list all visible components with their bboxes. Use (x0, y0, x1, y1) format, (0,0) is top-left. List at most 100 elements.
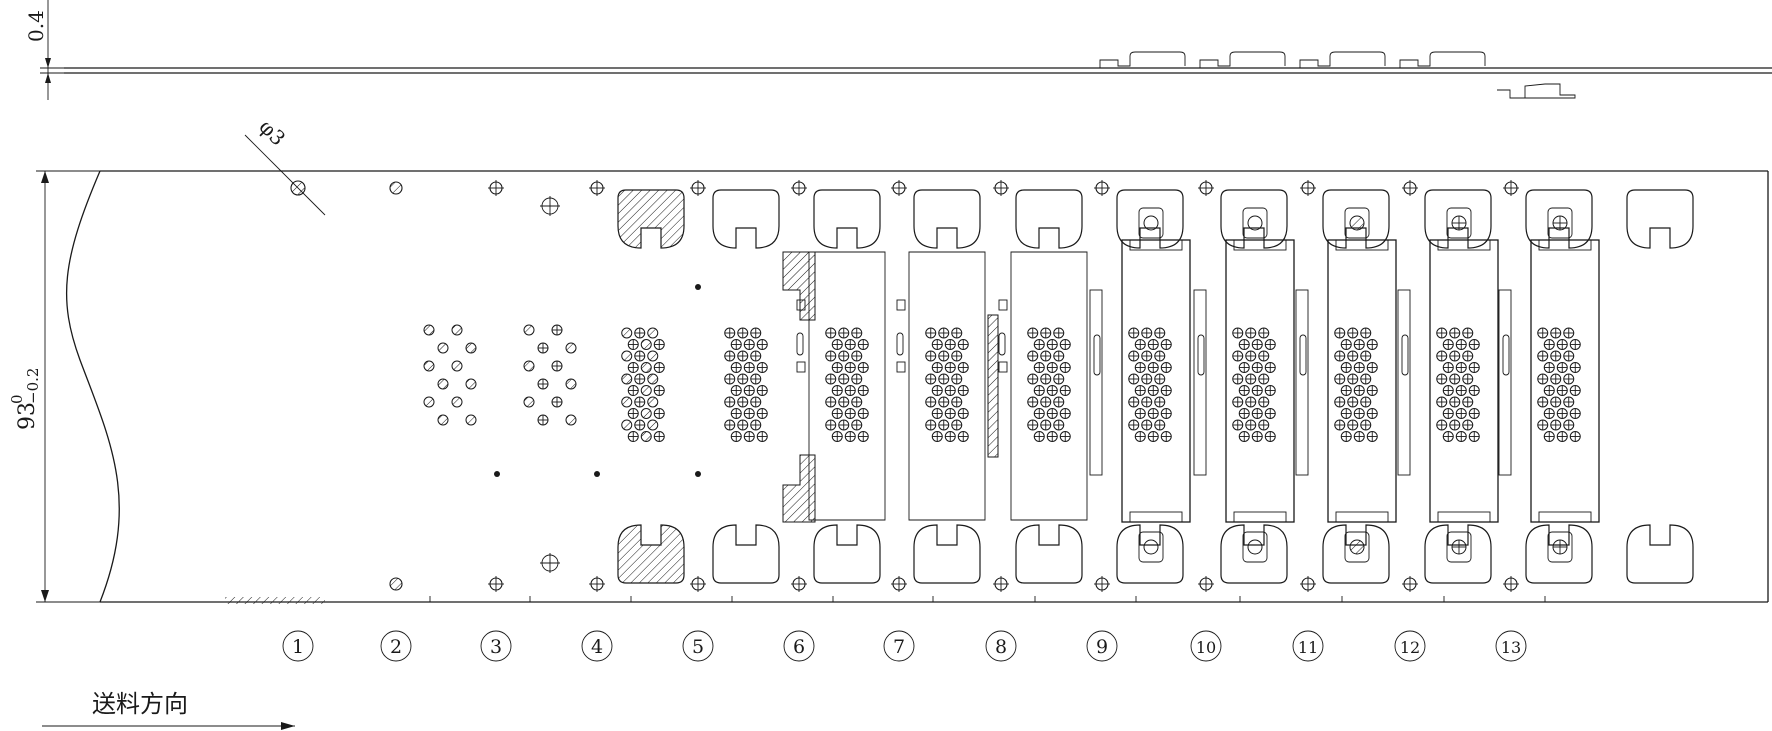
station-number: 10 (1196, 638, 1216, 657)
vent-holes-station-12 (1436, 327, 1480, 442)
carrier-cutout-top-6 (813, 189, 881, 249)
pilot-hole-bottom-7 (891, 576, 907, 592)
carrier-cutout-top-5 (712, 189, 780, 249)
pilot-hole-1 (290, 180, 306, 196)
pilot-hole-bottom-13 (1503, 576, 1519, 592)
vent-holes-station-2 (423, 324, 477, 426)
side-view (64, 51, 1772, 99)
station-number: 13 (1501, 638, 1521, 657)
carrier-cutout-top-4 (617, 189, 685, 249)
vent-holes-station-10 (1232, 327, 1276, 442)
part-body-station-12 (1397, 207, 1499, 563)
station-label-6: 6 (783, 630, 815, 662)
locator-hole-1 (540, 196, 560, 216)
pilot-hole-top-11 (1300, 180, 1316, 196)
station-number: 3 (490, 636, 502, 658)
vent-holes-station-11 (1334, 327, 1378, 442)
side-trim-hatch (225, 597, 325, 604)
carrier-cutout-bottom-14 (1626, 524, 1694, 584)
feed-direction-label: 送料方向 (92, 690, 188, 718)
side-view-formed-features (1099, 51, 1576, 99)
thickness-dimension: 0.4 (24, 0, 64, 100)
pilot-hole-bottom-2 (389, 577, 403, 591)
part-body-station-11 (1295, 207, 1397, 563)
pilot-hole-top-12 (1402, 180, 1418, 196)
pilot-hole-top-10 (1198, 180, 1214, 196)
vent-holes-station-5 (724, 327, 768, 442)
station-label-13: 13 (1495, 630, 1527, 662)
carrier-cutout-top-9 (1116, 189, 1184, 249)
feed-direction-arrow-head (281, 722, 295, 730)
locator-hole-2 (540, 553, 560, 573)
station-label-12: 12 (1394, 630, 1426, 662)
pilot-hole-bottom-3 (488, 576, 504, 592)
station-number: 1 (292, 636, 304, 658)
pilot-hole-top-7 (891, 180, 907, 196)
part-body-station-8 (998, 251, 1088, 521)
side-form-2 (1199, 51, 1286, 68)
station-number: 9 (1096, 636, 1108, 658)
pilot-hole-top-13 (1503, 180, 1519, 196)
side-form-1 (1099, 51, 1186, 68)
station-number: 12 (1400, 638, 1420, 657)
small-hole (695, 471, 701, 477)
width-dim-base: 93 (15, 402, 40, 430)
side-form-4 (1399, 51, 1486, 68)
hole-dim-label: φ3 (254, 115, 290, 151)
pilot-hole-top-9 (1094, 180, 1110, 196)
station-number: 7 (893, 636, 905, 658)
vent-holes-station-13 (1537, 327, 1581, 442)
pilot-hole-top-5 (690, 180, 706, 196)
carrier-cutout-bottom-4 (617, 524, 685, 584)
station-label-1: 1 (282, 630, 314, 662)
pilot-hole-bottom-8 (993, 576, 1009, 592)
carrier-cutout-top-8 (1015, 189, 1083, 249)
station-number: 8 (995, 636, 1007, 658)
station-label-11: 11 (1292, 630, 1324, 662)
side-form-final (1497, 83, 1576, 99)
station-number: 6 (793, 636, 805, 658)
carrier-cutout-bottom-13 (1525, 524, 1593, 584)
width-dimension: 93 0 −0.2 (8, 170, 100, 603)
hole-dimension: φ3 (244, 115, 326, 216)
vent-holes-station-8 (1027, 327, 1071, 442)
part-body-station-7 (896, 251, 986, 521)
pilot-hole-bottom-5 (690, 576, 706, 592)
pilot-hole-top-3 (488, 180, 504, 196)
station-label-2: 2 (380, 630, 412, 662)
pilot-hole-bottom-11 (1300, 576, 1316, 592)
small-hole (594, 471, 600, 477)
carrier-cutout-bottom-9 (1116, 524, 1184, 584)
carrier-cutout-bottom-11 (1322, 524, 1390, 584)
vent-holes-station-6 (825, 327, 869, 442)
vent-holes-station-3 (523, 324, 577, 426)
trim-slug-station-8 (987, 314, 999, 458)
pilot-hole-bottom-10 (1198, 576, 1214, 592)
strip-outline (65, 170, 1769, 604)
carrier-cutout-bottom-5 (712, 524, 780, 584)
station-label-10: 10 (1190, 630, 1222, 662)
vent-holes-station-9 (1128, 327, 1172, 442)
station-label-9: 9 (1086, 630, 1118, 662)
carrier-cutout-top-10 (1220, 189, 1288, 249)
carrier-cutout-bottom-10 (1220, 524, 1288, 584)
station-label-3: 3 (480, 630, 512, 662)
strip-break-line (65, 170, 120, 603)
station-number: 11 (1298, 638, 1318, 657)
thickness-label: 0.4 (24, 10, 48, 42)
carrier-cutout-top-14 (1626, 189, 1694, 249)
width-dim-upper-tol: 0 (8, 394, 26, 404)
carrier-cutout-top-13 (1525, 189, 1593, 249)
station-label-7: 7 (883, 630, 915, 662)
pilot-hole-top-4 (589, 180, 605, 196)
small-hole (695, 284, 701, 290)
side-form-3 (1299, 51, 1386, 68)
pilot-hole-bottom-9 (1094, 576, 1110, 592)
carrier-cutout-top-7 (913, 189, 981, 249)
station-label-4: 4 (581, 630, 613, 662)
vent-holes-station-4 (621, 327, 665, 442)
part-body-station-6 (796, 251, 886, 521)
feed-direction-indicator: 送料方向 (42, 690, 295, 730)
